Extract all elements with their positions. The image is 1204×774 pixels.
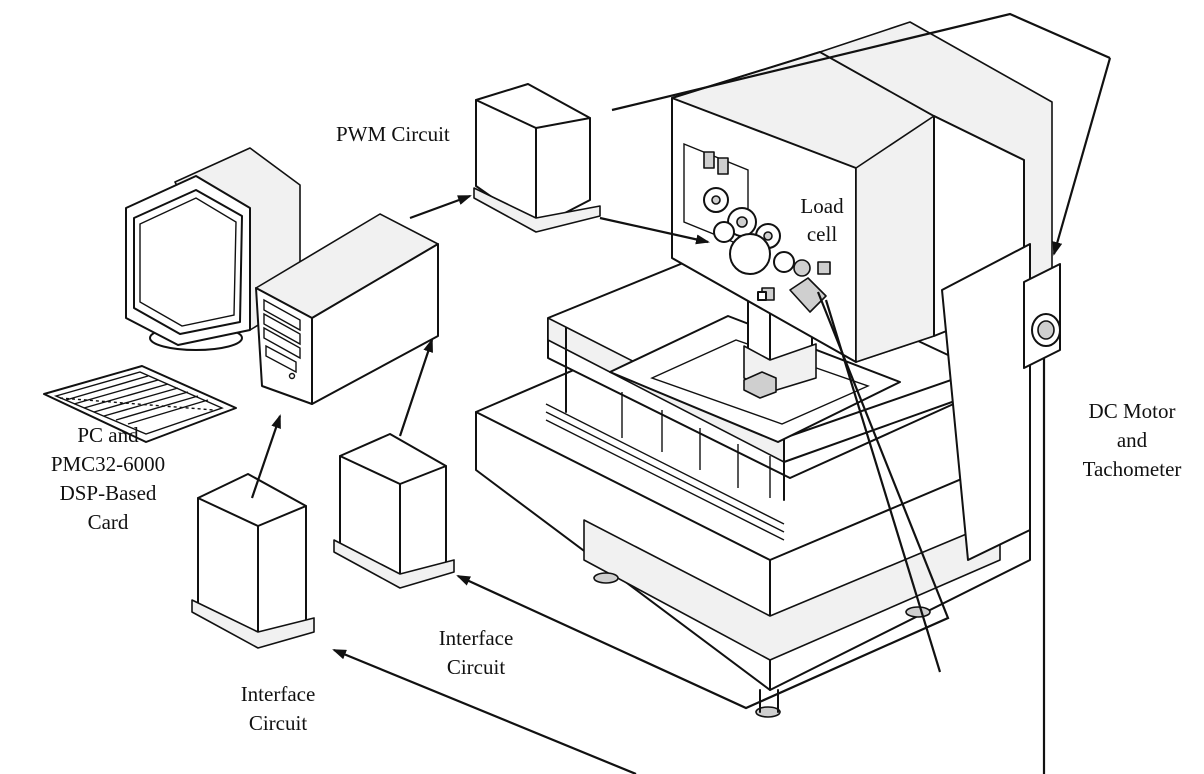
- interface-circuit-box-left: [192, 474, 314, 648]
- keyboard: [44, 366, 236, 442]
- label-load-cell-line2: cell: [807, 222, 837, 246]
- label-interface-middle-line2: Circuit: [447, 655, 505, 679]
- label-pc-line3: DSP-Based: [60, 481, 157, 505]
- label-pc-line4: Card: [88, 510, 129, 534]
- label-pwm-circuit: PWM Circuit: [336, 122, 450, 146]
- label-interface-left-line2: Circuit: [249, 711, 307, 735]
- label-dc-motor-line3: Tachometer: [1083, 457, 1182, 481]
- arrow-pc-to-pwm: [410, 196, 470, 218]
- arrow-to-dc-motor: [1054, 58, 1110, 254]
- label-dc-motor-line1: DC Motor: [1089, 399, 1176, 423]
- label-interface-left-line1: Interface: [241, 682, 316, 706]
- label-pc-line2: PMC32-6000: [51, 452, 165, 476]
- label-dc-motor-line2: and: [1117, 428, 1148, 452]
- label-pc-line1: PC and: [77, 423, 139, 447]
- interface-circuit-box-middle: [334, 434, 454, 588]
- label-interface-middle-line1: Interface: [439, 626, 514, 650]
- label-load-cell-line1: Load: [800, 194, 844, 218]
- pwm-circuit-box: [474, 84, 600, 232]
